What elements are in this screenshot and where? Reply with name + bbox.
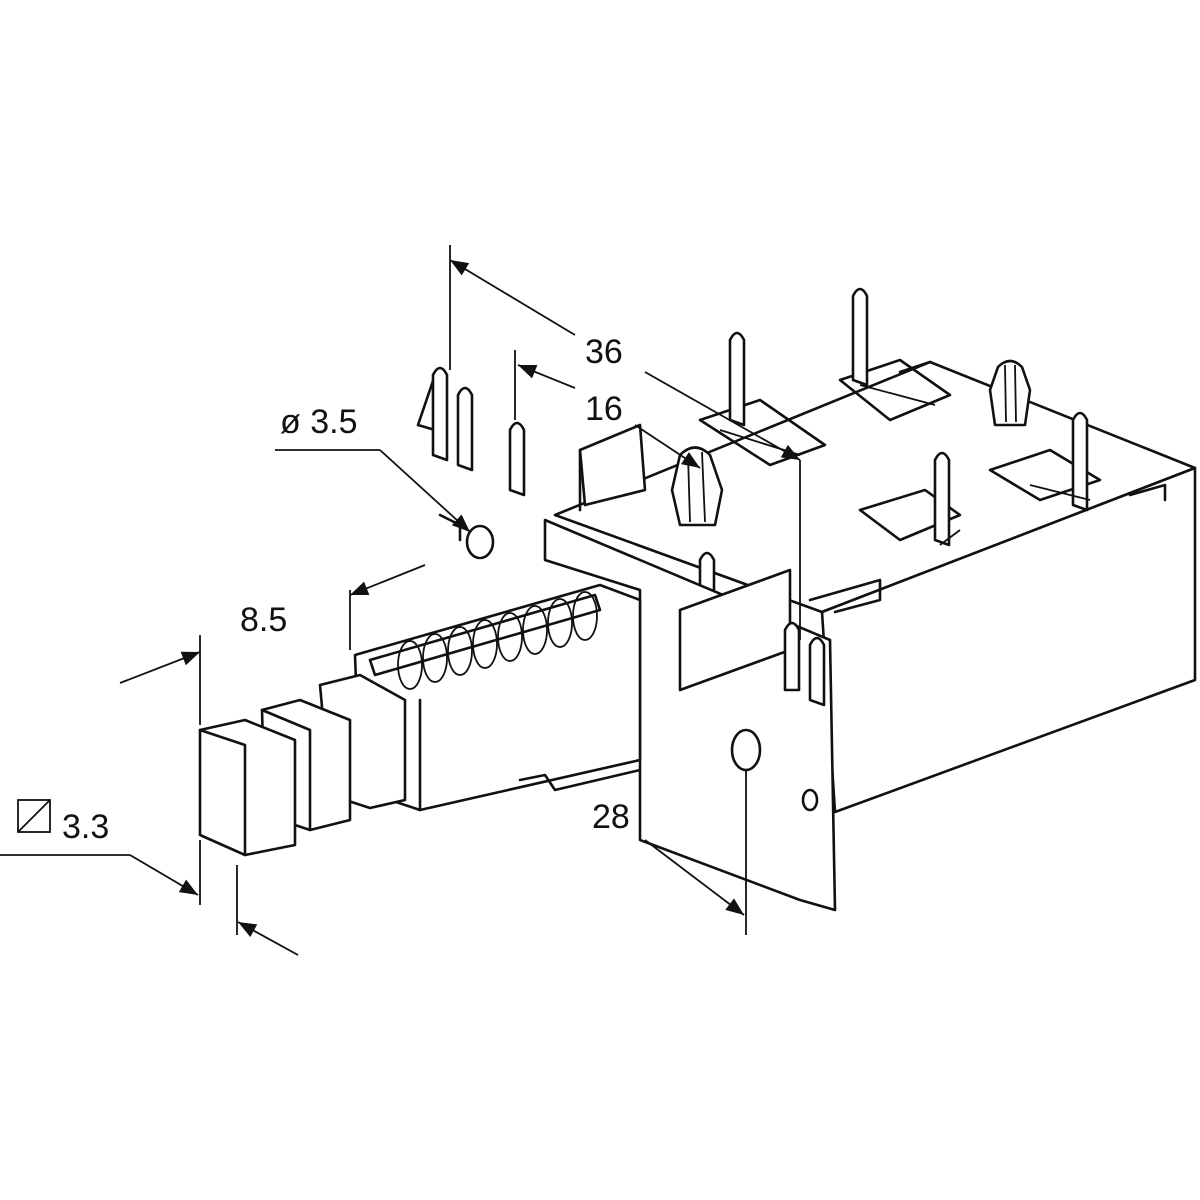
switch-pins	[698, 287, 1091, 627]
square-symbol-icon	[17, 799, 51, 833]
switch-housing	[553, 358, 1197, 814]
dim-8-5-label: 8.5	[240, 601, 288, 639]
dim-28-label: 28	[592, 798, 630, 836]
plunger	[198, 583, 642, 857]
dim-hole-diameter-label: ø 3.5	[280, 403, 358, 441]
mounting-plate	[543, 518, 837, 912]
dim-36-label: 36	[585, 333, 623, 371]
left-bracket	[416, 366, 526, 560]
dimension-lines	[0, 245, 801, 956]
dim-3-3-label: 3.3	[62, 808, 110, 846]
dim-16-label: 16	[585, 390, 623, 428]
